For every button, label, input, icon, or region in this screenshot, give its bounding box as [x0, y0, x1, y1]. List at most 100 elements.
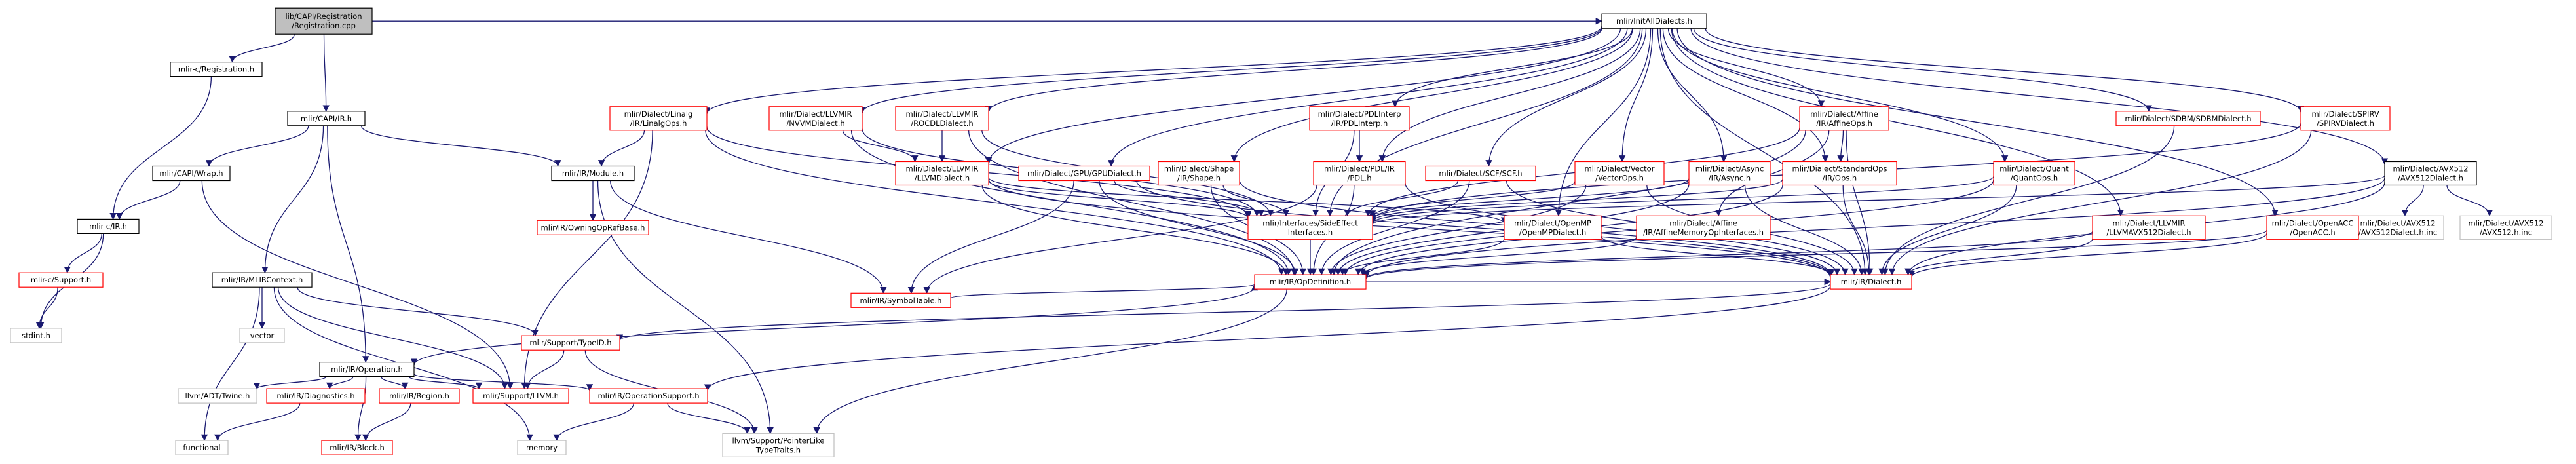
- node-n_twine[interactable]: llvm/ADT/Twine.h: [178, 388, 257, 404]
- node-n_memory[interactable]: memory: [517, 440, 567, 455]
- node-label-line: /LLVMAVX512Dialect.h: [2106, 227, 2191, 237]
- node-box: [175, 440, 229, 455]
- edge-n_initall-to-n_quant: [1671, 28, 2009, 163]
- node-label-line: /NVVMDialect.h: [786, 119, 844, 128]
- node-n_llvmavx[interactable]: mlir/Dialect/LLVMIR/LLVMAVX512Dialect.h: [2092, 215, 2206, 240]
- node-label-line: mlir/Dialect/Linalg: [624, 109, 693, 119]
- node-label-line: mlir/Dialect/Shape: [1164, 164, 1234, 174]
- node-n_opdef[interactable]: mlir/IR/OpDefinition.h: [1254, 274, 1367, 290]
- node-n_rocdl[interactable]: mlir/Dialect/LLVMIR/ROCDLDialect.h: [895, 106, 989, 131]
- node-n_avx512hinc[interactable]: mlir/Dialect/AVX512/AVX512.h.inc: [2459, 215, 2552, 240]
- node-box: [2115, 111, 2261, 126]
- node-box: [1688, 161, 1771, 186]
- edge-n_mlircontext-to-n_llvmh: [277, 287, 508, 390]
- node-n_linalg[interactable]: mlir/Dialect/Linalg/IR/LinalgOps.h: [609, 106, 708, 131]
- node-box: [1158, 161, 1240, 186]
- node-box: [18, 272, 104, 288]
- edge-n_capi_ir-to-n_operation: [327, 125, 369, 363]
- node-n_capi_ir[interactable]: mlir/CAPI/IR.h: [287, 111, 366, 126]
- edge-n_initall-to-n_pdlinterp: [1392, 28, 1633, 107]
- node-n_openmp[interactable]: mlir/Dialect/OpenMP/OpenMPDialect.h: [1504, 215, 1602, 240]
- node-n_typeid[interactable]: mlir/Support/TypeID.h: [521, 335, 620, 351]
- node-n_module[interactable]: mlir/IR/Module.h: [551, 165, 635, 182]
- node-n_dialect[interactable]: mlir/IR/Dialect.h: [1830, 274, 1912, 290]
- node-box: [1799, 106, 1889, 131]
- edge-n_openacc-to-n_dialect: [1908, 233, 2267, 278]
- node-n_mlircontext[interactable]: mlir/IR/MLIRContext.h: [212, 272, 313, 288]
- node-label-line: /LLVMDialect.h: [915, 174, 970, 183]
- node-n_reg[interactable]: mlir-c/Registration.h: [170, 61, 263, 77]
- node-label-line: mlir/IR/Region.h: [389, 391, 449, 400]
- node-label-line: mlir/IR/MLIRContext.h: [221, 275, 303, 284]
- edge-n_capi_ir-to-n_capi_wrap: [205, 125, 309, 167]
- node-n_vectorops[interactable]: mlir/Dialect/Vector/VectorOps.h: [1574, 161, 1665, 186]
- node-root[interactable]: lib/CAPI/Registration/Registration.cpp: [275, 7, 373, 35]
- node-n_nvvm[interactable]: mlir/Dialect/LLVMIR/NVVMDialect.h: [768, 106, 863, 131]
- edge-n_initall-to-n_rocdl: [985, 28, 1602, 113]
- node-n_block[interactable]: mlir/IR/Block.h: [321, 440, 393, 455]
- node-label-line: /Registration.cpp: [292, 21, 356, 30]
- node-n_sdbm[interactable]: mlir/Dialect/SDBM/SDBMDialect.h: [2115, 111, 2261, 126]
- node-n_spirv[interactable]: mlir/Dialect/SPIRV/SPIRVDialect.h: [2300, 106, 2391, 131]
- node-label-line: mlir/IR/Diagnostics.h: [276, 391, 354, 400]
- node-n_pdl[interactable]: mlir/Dialect/PDL/IR/PDL.h: [1313, 161, 1406, 186]
- node-n_mlirc_support[interactable]: mlir-c/Support.h: [18, 272, 104, 288]
- node-n_avx512d[interactable]: mlir/Dialect/AVX512/AVX512Dialect.h: [2384, 161, 2477, 186]
- node-label-line: mlir/Dialect/Async: [1695, 164, 1764, 174]
- node-n_shape[interactable]: mlir/Dialect/Shape/IR/Shape.h: [1158, 161, 1240, 186]
- node-n_affine[interactable]: mlir/Dialect/Affine/IR/AffineOps.h: [1799, 106, 1889, 131]
- node-n_vector[interactable]: vector: [239, 328, 285, 343]
- node-label-line: mlir/Dialect/AVX512: [2360, 218, 2435, 227]
- node-label-line: /IR/AffineMemoryOpInterfaces.h: [1643, 227, 1764, 237]
- edge-n_region-to-n_block: [362, 403, 411, 442]
- edge-n_initall-to-n_pdl: [1378, 28, 1641, 163]
- node-n_operation[interactable]: mlir/IR/Operation.h: [319, 361, 415, 377]
- node-n_openacc[interactable]: mlir/Dialect/OpenACC/OpenACC.h: [2266, 215, 2359, 240]
- node-label-line: mlir/Dialect/SDBM/SDBMDialect.h: [2125, 114, 2251, 123]
- node-box: [1830, 274, 1912, 290]
- node-n_llvmdialect[interactable]: mlir/Dialect/LLVMIR/LLVMDialect.h: [895, 161, 989, 186]
- node-n_async[interactable]: mlir/Dialect/Async/IR/Async.h: [1688, 161, 1771, 186]
- node-n_quant[interactable]: mlir/Dialect/Quant/QuantOps.h: [1993, 161, 2075, 186]
- node-label-line: /AVX512.h.inc: [2480, 227, 2532, 237]
- node-label-line: /IR/AffineOps.h: [1816, 119, 1872, 128]
- node-label-line: mlir/Interfaces/SideEffect: [1262, 218, 1358, 227]
- node-box: [1018, 165, 1150, 182]
- node-label-line: mlir/Dialect/LLVMIR: [780, 109, 852, 119]
- node-box: [77, 218, 140, 234]
- node-box: [287, 111, 366, 126]
- node-label-line: mlir/Dialect/SCF/SCF.h: [1439, 169, 1522, 178]
- node-n_avx512inc[interactable]: mlir/Dialect/AVX512/AVX512Dialect.h.inc: [2351, 215, 2444, 240]
- node-label-line: TypeTraits.h: [755, 445, 801, 454]
- edge-n_initall-to-n_openacc: [1676, 28, 2279, 217]
- node-n_stdops[interactable]: mlir/Dialect/StandardOps/IR/Ops.h: [1782, 161, 1897, 186]
- node-n_stdint[interactable]: stdint.h: [10, 328, 62, 343]
- node-n_llvmh[interactable]: mlir/Support/LLVM.h: [472, 388, 569, 404]
- node-label-line: mlir-c/Registration.h: [178, 65, 254, 74]
- node-label-line: mlir/IR/Operation.h: [331, 365, 403, 374]
- edge-n_rocdl-to-n_opdef: [968, 130, 1298, 276]
- node-box: [521, 335, 620, 351]
- node-n_functional[interactable]: functional: [175, 440, 229, 455]
- edge-n_dialect-to-n_typeid: [616, 283, 1831, 341]
- node-n_mlirc_ir[interactable]: mlir-c/IR.h: [77, 218, 140, 234]
- node-label-line: mlir/Dialect/SPIRV: [2311, 109, 2379, 119]
- node-n_gpu[interactable]: mlir/Dialect/GPU/GPUDialect.h: [1018, 165, 1150, 182]
- node-n_pdlinterp[interactable]: mlir/Dialect/PDLInterp/IR/PDLInterp.h: [1309, 106, 1410, 131]
- edge-n_initall-to-n_llvmavx: [1671, 28, 2125, 217]
- node-n_capi_wrap[interactable]: mlir/CAPI/Wrap.h: [152, 165, 231, 182]
- node-n_affmem[interactable]: mlir/Dialect/Affine/IR/AffineMemoryOpInt…: [1636, 215, 1771, 240]
- node-n_scf[interactable]: mlir/Dialect/SCF/SCF.h: [1425, 165, 1536, 182]
- node-n_symtab[interactable]: mlir/IR/SymbolTable.h: [850, 292, 951, 308]
- node-box: [2266, 215, 2359, 240]
- node-n_owningop[interactable]: mlir/IR/OwningOpRefBase.h: [537, 220, 649, 235]
- node-n_diag[interactable]: mlir/IR/Diagnostics.h: [266, 388, 366, 404]
- node-n_region[interactable]: mlir/IR/Region.h: [379, 388, 460, 404]
- edge-n_operation-to-n_block: [354, 376, 367, 442]
- edge-n_pdl-to-n_symtab: [923, 185, 1317, 294]
- node-box: [1636, 215, 1771, 240]
- node-n_initall[interactable]: mlir/InitAllDialects.h: [1601, 13, 1707, 29]
- node-n_opsupport[interactable]: mlir/IR/OperationSupport.h: [589, 388, 708, 404]
